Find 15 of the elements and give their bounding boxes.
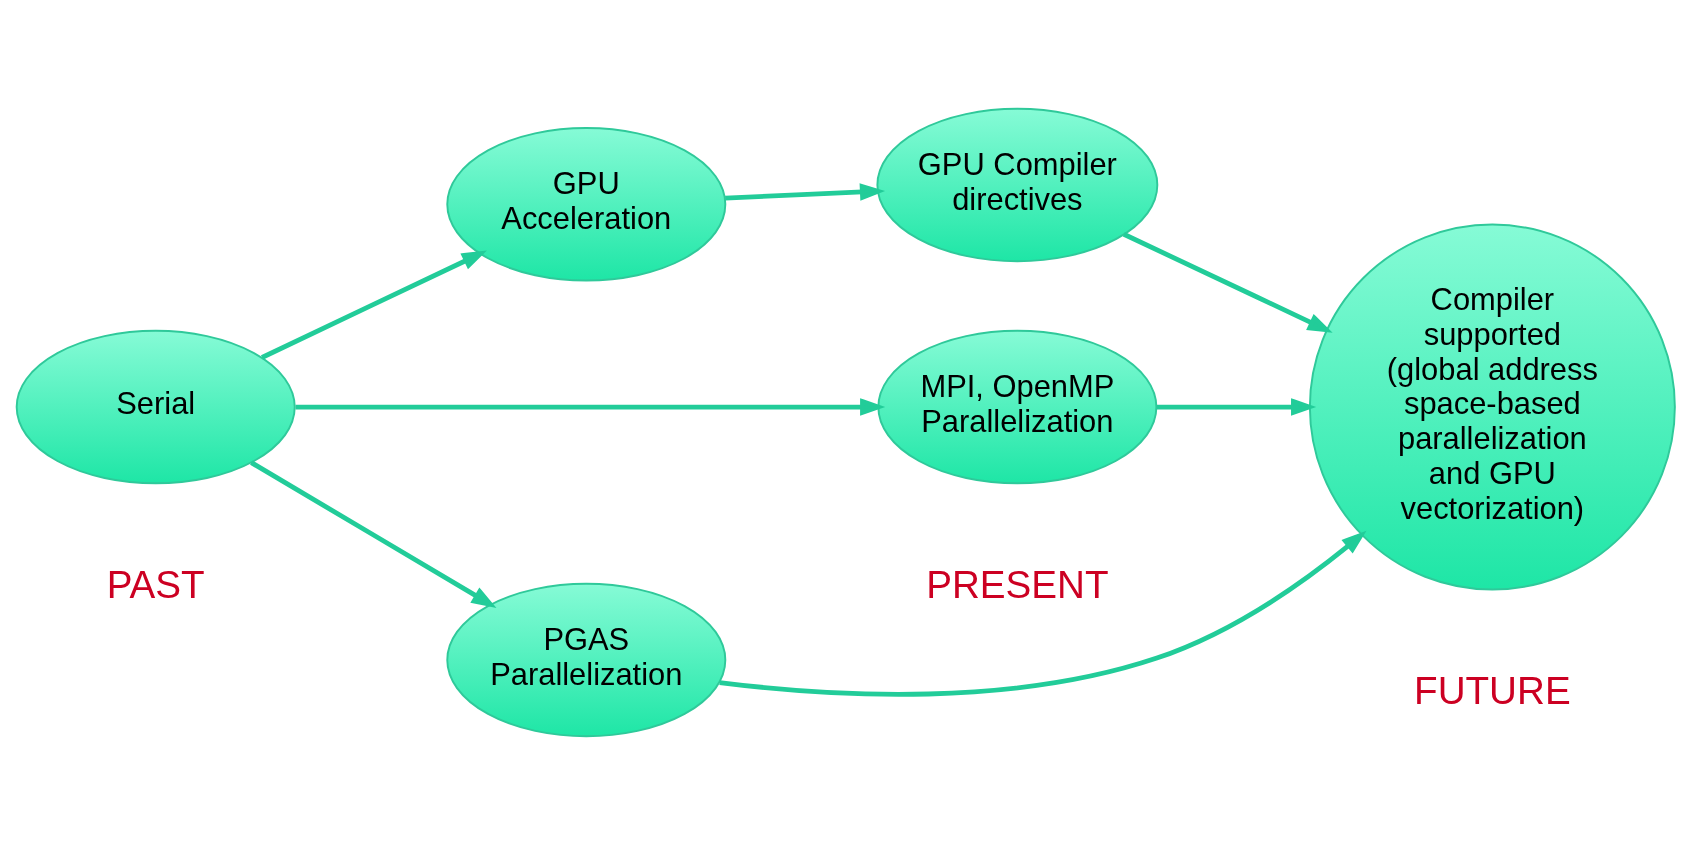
arrow bbox=[719, 530, 1367, 697]
arrow bbox=[260, 250, 487, 360]
node-ellipse: GPU Compiler directives bbox=[876, 107, 1159, 263]
arrow bbox=[725, 183, 886, 201]
label: PAST bbox=[106, 563, 205, 607]
node-ellipse: Serial bbox=[15, 329, 296, 485]
label: FUTURE bbox=[1414, 669, 1571, 713]
node-ellipse: GPU Acceleration bbox=[446, 127, 727, 282]
arrow bbox=[250, 460, 497, 608]
node-ellipse: MPI, OpenMP Parallelization bbox=[877, 329, 1158, 485]
label: PRESENT bbox=[926, 563, 1109, 607]
arrow bbox=[295, 398, 886, 416]
arrow bbox=[1122, 232, 1333, 333]
arrow bbox=[1156, 398, 1317, 416]
node-ellipse: PGAS Parallelization bbox=[446, 582, 727, 738]
